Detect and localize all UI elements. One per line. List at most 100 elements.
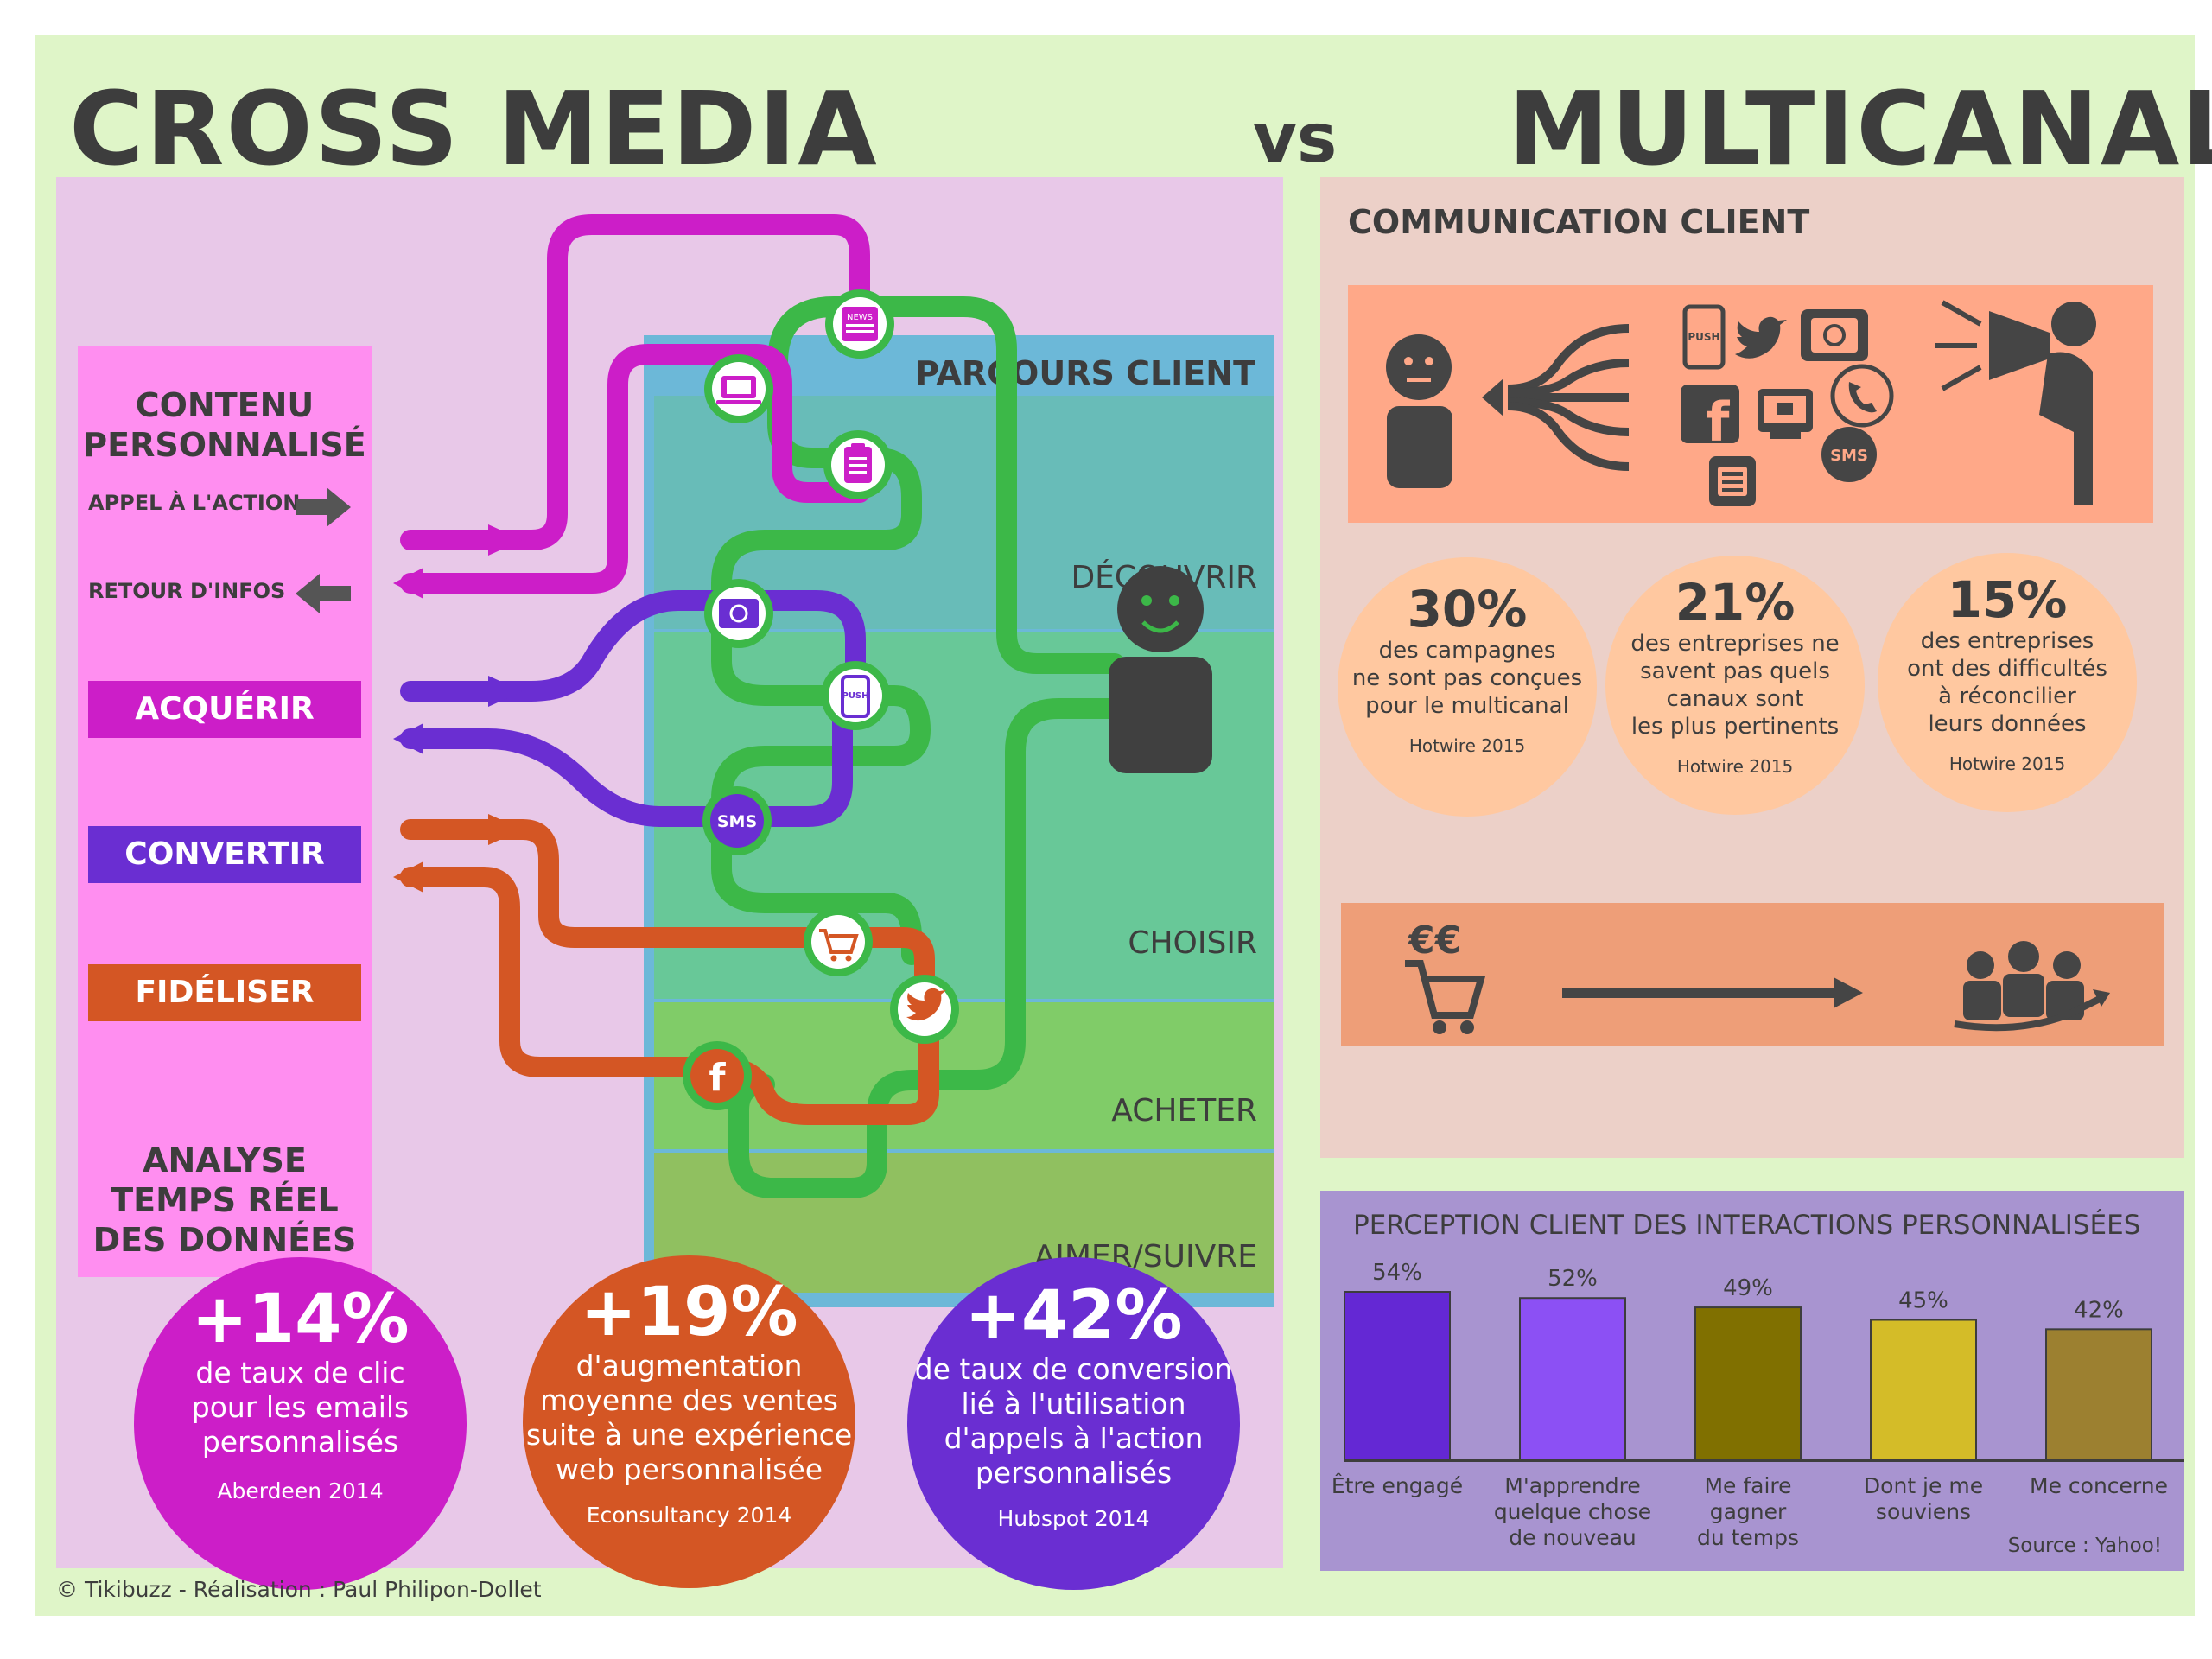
svg-text:SMS: SMS <box>1830 447 1868 465</box>
category-label: souviens <box>1876 1499 1971 1524</box>
category-label: de nouveau <box>1509 1525 1637 1550</box>
bar-1 <box>1519 1297 1626 1461</box>
journey-header: PARCOURS CLIENT <box>915 354 1255 392</box>
stat-text: lié à l'utilisation <box>961 1387 1186 1421</box>
communication-title: COMMUNICATION CLIENT <box>1348 203 1810 241</box>
communication-box: PUSH f <box>1348 285 2153 523</box>
column-header-line1: CONTENU <box>135 386 315 424</box>
stat-text: moyenne des ventes <box>540 1383 838 1417</box>
cart-euro-icon: €€ <box>1405 918 1486 1034</box>
bar-value-label: 42% <box>2074 1297 2124 1323</box>
sms-icon: SMS <box>702 786 772 855</box>
title-vs: vs <box>1253 100 1338 178</box>
stat-circle-clic: +14% de taux de clic pour les emails per… <box>134 1257 467 1590</box>
stat-circle-canaux: 21% des entreprises ne savent pas quels … <box>1605 556 1865 815</box>
stat-source: Hotwire 2015 <box>1408 735 1526 756</box>
zone-label-choisir: CHOISIR <box>1128 925 1257 961</box>
stat-text: suite à une expérience <box>525 1418 853 1452</box>
stat-text: personnalisés <box>975 1456 1173 1490</box>
email-icon <box>1801 309 1868 361</box>
laptop-icon <box>704 354 773 423</box>
stat-value: 30% <box>1407 580 1528 639</box>
stat-source: Aberdeen 2014 <box>217 1478 384 1503</box>
laptop-icon <box>1758 389 1813 439</box>
cross-media-panel: CONTENU PERSONNALISÉ APPEL À L'ACTION RE… <box>56 177 1283 1590</box>
stat-text: personnalisés <box>201 1425 399 1459</box>
category-label: Être engagé <box>1332 1473 1463 1498</box>
multicanal-panel: COMMUNICATION CLIENT <box>1320 177 2184 1158</box>
megaphone-person-icon <box>1936 300 2096 505</box>
twitter-icon <box>890 975 959 1044</box>
cart-icon <box>804 907 873 976</box>
phone-call-icon <box>1830 364 1894 428</box>
analysis-line3: DES DONNÉES <box>92 1221 357 1259</box>
column-header-line2: PERSONNALISÉ <box>83 426 366 464</box>
stat-value: +19% <box>580 1274 798 1351</box>
sales-to-confusion-box: €€ <box>1341 903 2164 1046</box>
svg-text:€€: €€ <box>1408 918 1461 963</box>
bar-3 <box>1870 1319 1977 1461</box>
analysis-line1: ANALYSE <box>143 1141 307 1179</box>
stat-text: les plus pertinents <box>1630 714 1840 740</box>
category-label: M'apprendre <box>1504 1473 1640 1498</box>
bar-0 <box>1344 1291 1451 1461</box>
stat-source: Hotwire 2015 <box>1676 756 1794 777</box>
stage-fideliser: FIDÉLISER <box>88 964 361 1021</box>
arrow-right-icon <box>1562 977 1863 1008</box>
stat-circle-ventes: +19% d'augmentation moyenne des ventes s… <box>523 1255 855 1588</box>
email-icon <box>704 579 773 648</box>
title-cross-media: CROSS MEDIA <box>69 69 879 188</box>
confused-people-icon <box>1954 941 2110 1032</box>
channel-flow: NEWS PUSH <box>393 214 1212 1198</box>
twitter-icon <box>1735 316 1787 359</box>
news-icon <box>1709 456 1756 506</box>
bar-value-label: 54% <box>1372 1260 1422 1286</box>
category-label: Me faire <box>1704 1473 1791 1498</box>
content-column: CONTENU PERSONNALISÉ APPEL À L'ACTION RE… <box>78 346 372 1277</box>
clipboard-icon <box>823 430 893 499</box>
stat-text: ont des difficultés <box>1907 656 2107 682</box>
stat-text: pour les emails <box>191 1390 410 1424</box>
stat-text: des campagnes <box>1378 638 1556 664</box>
svg-text:SMS: SMS <box>717 812 757 831</box>
bar-value-label: 52% <box>1548 1266 1598 1292</box>
stat-text: savent pas quels <box>1640 658 1830 684</box>
facebook-icon: f <box>1681 385 1739 454</box>
stat-text: des entreprises <box>1920 628 2094 654</box>
stat-value: +14% <box>191 1281 410 1358</box>
legend-feedback: RETOUR D'INFOS <box>88 579 286 603</box>
stat-text: leurs données <box>1928 711 2087 737</box>
category-label: Me concerne <box>2030 1473 2168 1498</box>
stat-circle-conversion: +42% de taux de conversion lié à l'utili… <box>907 1257 1240 1590</box>
stat-text: de taux de conversion <box>914 1352 1233 1386</box>
svg-text:f: f <box>709 1056 726 1100</box>
stat-circle-campagnes: 30% des campagnes ne sont pas conçues po… <box>1338 557 1597 817</box>
stat-text: d'appels à l'action <box>944 1421 1204 1455</box>
bar-2 <box>1694 1306 1802 1461</box>
perception-source: Source : Yahoo! <box>2007 1535 2162 1557</box>
analysis-line2: TEMPS RÉEL <box>111 1181 339 1219</box>
stat-text: ne sont pas conçues <box>1351 665 1583 691</box>
category-label: Dont je me <box>1864 1473 1983 1498</box>
svg-text:NEWS: NEWS <box>847 313 873 322</box>
zone-label-acheter: ACHETER <box>1111 1093 1257 1128</box>
stat-value: 15% <box>1947 570 2068 629</box>
category-label: du temps <box>1697 1525 1799 1550</box>
push-icon: PUSH <box>821 661 890 730</box>
arrow-right-icon <box>296 487 351 527</box>
stat-text: d'augmentation <box>575 1349 803 1382</box>
stat-circle-donnees: 15% des entreprises ont des difficultés … <box>1878 553 2137 812</box>
stage-convertir: CONVERTIR <box>88 826 361 883</box>
infographic: CROSS MEDIA vs MULTICANAL CONTENU PERSON… <box>35 35 2212 1616</box>
incoming-arrows-icon <box>1482 324 1630 471</box>
title-multicanal: MULTICANAL <box>1508 69 2212 188</box>
svg-text:f: f <box>1707 391 1731 454</box>
legend-call-to-action: APPEL À L'ACTION <box>88 491 301 515</box>
stat-text: canaux sont <box>1666 686 1804 712</box>
bar-value-label: 45% <box>1898 1288 1948 1314</box>
category-label: quelque chose <box>1494 1499 1651 1524</box>
stat-value: 21% <box>1675 573 1796 632</box>
arrow-left-icon <box>296 574 351 613</box>
customer-icon <box>1109 566 1212 773</box>
